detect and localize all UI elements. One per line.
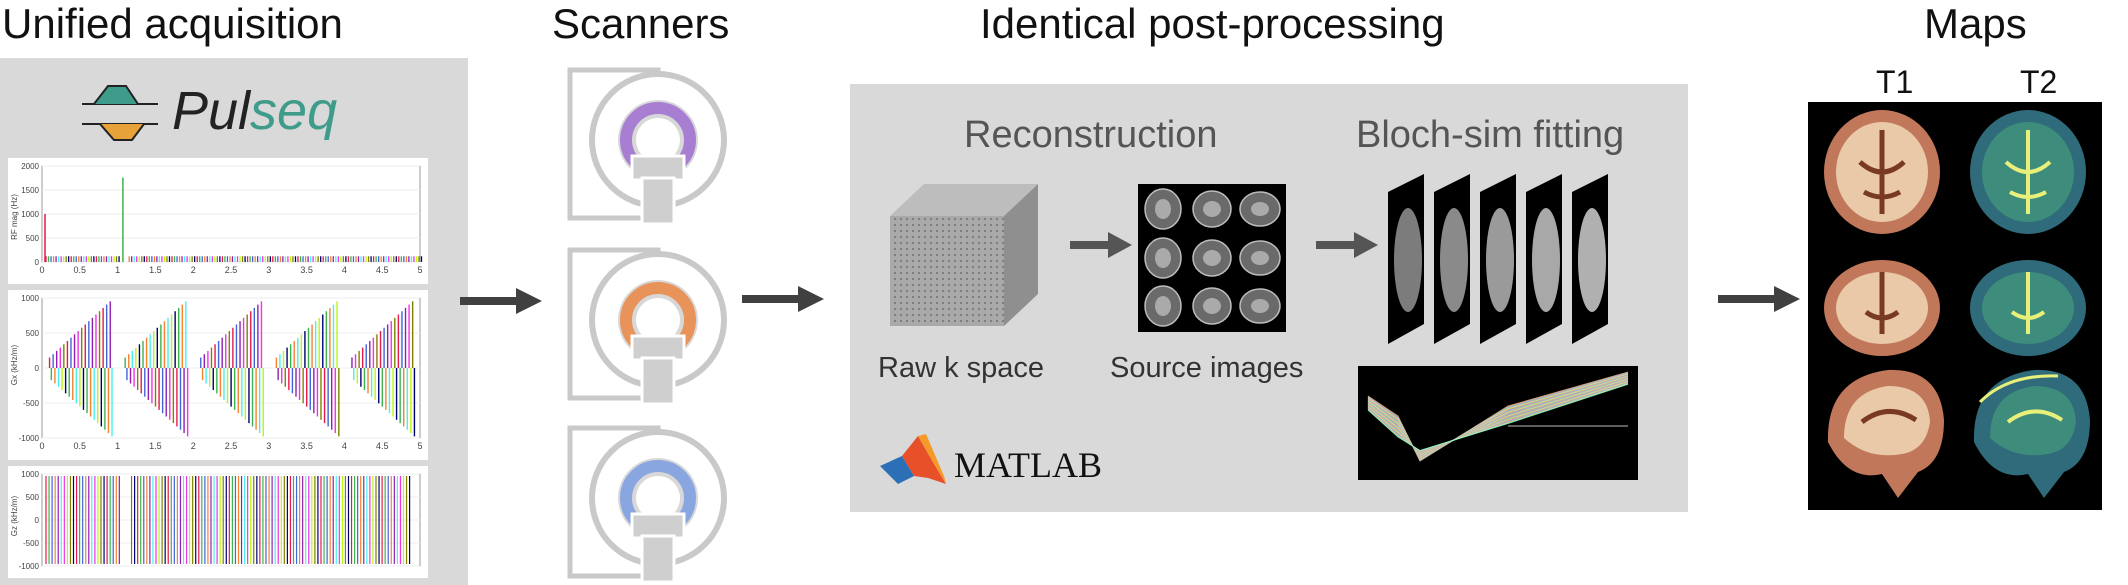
rf-xtick: 2.5 [225, 265, 238, 275]
rf-ytick: 0 [35, 258, 40, 267]
t2-axial-brain [1970, 110, 2086, 234]
gz-axes: 1000 500 0 -500 -1000 [19, 470, 421, 571]
rf-xtick: 5 [417, 265, 422, 275]
arrow-kspace-to-source [1070, 232, 1132, 258]
gx-xtick: 2.5 [225, 441, 238, 451]
title-identical-post-processing: Identical post-processing [980, 0, 1445, 47]
title-scanners: Scanners [552, 0, 730, 47]
gx-xtick: 4.5 [376, 441, 389, 451]
gx-ylabel: Gx (kHz/m) [10, 344, 19, 385]
rf-xtick: 2 [191, 265, 196, 275]
t2-label: T2 [2020, 64, 2058, 100]
rf-xtick: 3.5 [300, 265, 313, 275]
rf-xtick: 0 [39, 265, 44, 275]
maps-panel [1808, 102, 2102, 510]
gx-xtick: 1.5 [149, 441, 162, 451]
t1-sagittal-brain [1827, 369, 1944, 498]
bloch-image-stack [1388, 174, 1608, 344]
rf-xtick: 0.5 [74, 265, 87, 275]
pulseq-logo: Pulseq [80, 78, 380, 148]
bloch-sim-heading: Bloch-sim fitting [1356, 114, 1625, 156]
gx-xtick: 2 [191, 441, 196, 451]
rf-xtick: 1.5 [149, 265, 162, 275]
arrow-source-to-bloch [1316, 232, 1378, 258]
t1-axial-brain [1824, 110, 1940, 234]
pulseq-logo-icon [82, 85, 158, 141]
t1-coronal-brain [1824, 260, 1940, 356]
pulseq-wordmark: Pulseq [172, 80, 337, 142]
title-maps: Maps [1924, 0, 2027, 47]
gx-xtick: 0 [39, 441, 44, 451]
scanner-2 [567, 247, 727, 406]
t2-sagittal-brain [1973, 369, 2090, 498]
gx-ytick: -500 [23, 399, 40, 408]
gx-xtick: 5 [417, 441, 422, 451]
gz-plot-svg: 1000 500 0 -500 -1000 Gz (kHz/m) [10, 470, 421, 571]
scanner-1 [567, 67, 727, 226]
rf-axes: 2000 1500 1000 500 00 0.5 1 1.5 2 2.5 3 3.5 4 4.5 5 [21, 162, 422, 275]
rf-ylabel: RF mag (Hz) [10, 194, 19, 240]
k-space-cube [890, 184, 1038, 326]
gx-ytick: 0 [35, 364, 40, 373]
rf-xtick: 4 [342, 265, 347, 275]
arrow-postprocessing-to-maps [1718, 286, 1800, 312]
gx-xtick: 4 [342, 441, 347, 451]
gz-ytick: -1000 [19, 562, 40, 571]
fitting-curves-svg [1367, 371, 1629, 462]
rf-ytick: 1500 [21, 186, 39, 195]
rf-xtick: 4.5 [376, 265, 389, 275]
source-images-caption: Source images [1110, 352, 1304, 384]
rf-xtick: 3 [266, 265, 271, 275]
post-processing-panel: Reconstruction Bloch-sim fitting [850, 84, 1688, 512]
t2-coronal-brain [1970, 260, 2086, 356]
rf-ytick: 500 [26, 234, 40, 243]
scanner-3 [567, 425, 727, 584]
gz-ytick: 0 [35, 516, 40, 525]
gx-xtick: 3 [266, 441, 271, 451]
title-unified-acquisition: Unified acquisition [2, 0, 343, 47]
gz-gradient-plot: 1000 500 0 -500 -1000 Gz (kHz/m) [8, 466, 428, 578]
rf-ytick: 1000 [21, 210, 39, 219]
fitting-curves [1367, 371, 1629, 462]
gx-waveforms [48, 301, 416, 437]
gx-xtick: 1 [115, 441, 120, 451]
gz-ytick: 1000 [21, 470, 39, 479]
reconstruction-heading: Reconstruction [964, 114, 1218, 156]
gx-xtick: 0.5 [74, 441, 87, 451]
matlab-wordmark: MATLAB [954, 445, 1103, 485]
gx-ytick: 500 [26, 329, 40, 338]
source-images-svg [1144, 188, 1281, 327]
rf-xtick: 1 [115, 265, 120, 275]
fitting-curves-plot [1358, 366, 1638, 480]
gz-ytick: -500 [23, 539, 40, 548]
gz-waveforms [45, 476, 411, 564]
matlab-logo-icon [880, 434, 946, 484]
gx-ytick: -1000 [19, 434, 40, 443]
gx-xtick: 3.5 [300, 441, 313, 451]
rf-pulses [44, 177, 423, 262]
brain-maps-svg [1824, 110, 2090, 498]
stack-slices [1388, 174, 1608, 344]
gz-ytick: 500 [26, 493, 40, 502]
rf-plot-svg: 2000 1500 1000 500 00 0.5 1 1.5 2 2.5 3 3.5 4 4.5 5 RF … [10, 162, 423, 275]
arrow-scanners-to-postprocessing [742, 286, 824, 312]
source-images-grid [1138, 184, 1286, 332]
gx-ytick: 1000 [21, 294, 39, 303]
pulseq-wordmark-b: seq [250, 81, 338, 141]
raw-k-space-caption: Raw k space [878, 352, 1045, 384]
arrow-acquisition-to-scanners [460, 288, 542, 314]
pulseq-wordmark-a: Pul [172, 81, 251, 141]
rf-ytick: 2000 [21, 162, 39, 171]
t1-label: T1 [1876, 64, 1914, 100]
gz-ylabel: Gz (kHz/m) [10, 495, 19, 536]
